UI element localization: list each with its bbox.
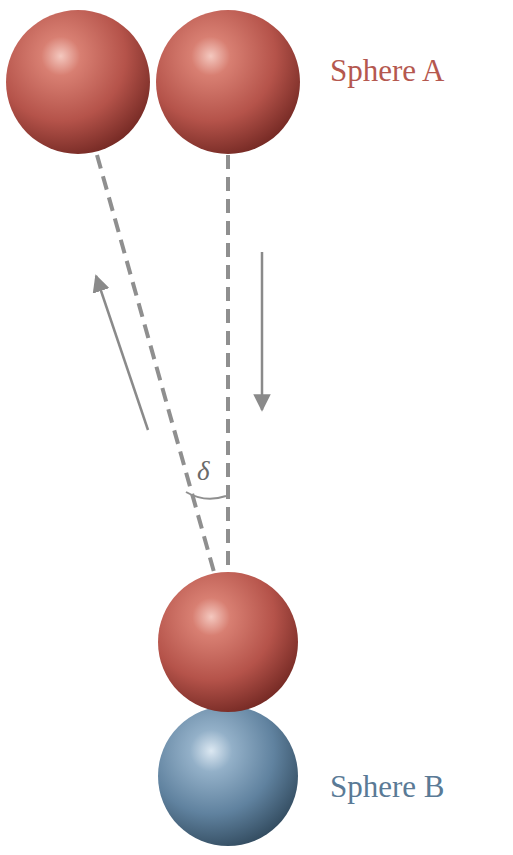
sphere-a-impact [158,572,298,712]
string-dashed [97,155,214,572]
motion-arrow [261,252,264,410]
sphere-a-start [6,10,150,154]
sphere-label: Sphere A [330,54,445,88]
sphere-b [158,706,298,846]
angle-symbol: δ [197,457,210,487]
sphere-a-release [156,10,300,154]
angle-arc [186,492,226,499]
motion-arrow [96,276,148,430]
string-dashed [226,155,230,572]
sphere-label: Sphere B [330,770,445,804]
